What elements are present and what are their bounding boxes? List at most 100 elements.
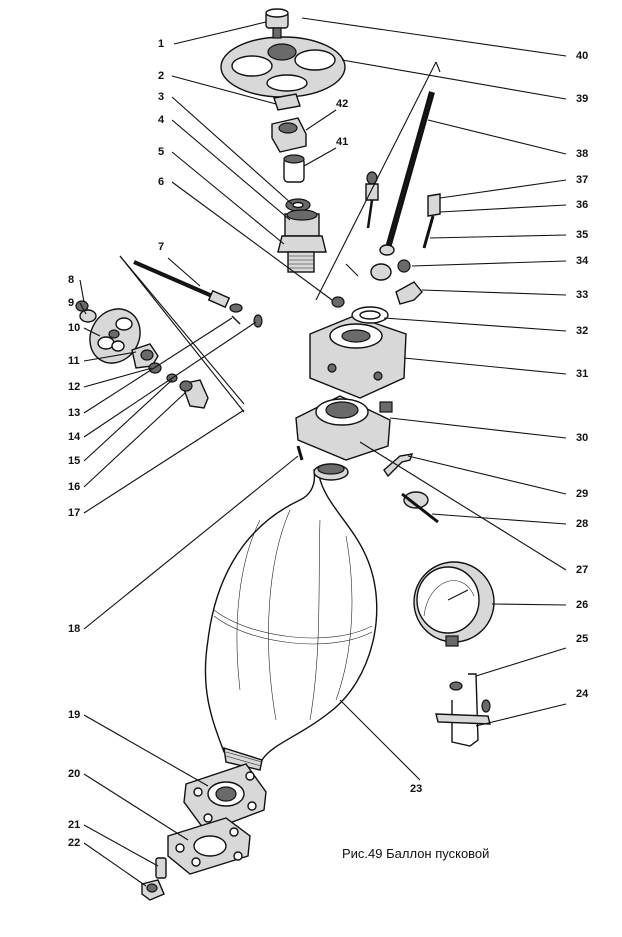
- leader-line-12: [83, 367, 153, 388]
- callout-22: 22: [68, 837, 80, 849]
- callout-33: 33: [576, 289, 588, 301]
- callout-40: 40: [576, 50, 588, 62]
- callout-1: 1: [158, 38, 164, 50]
- leader-line-22: [83, 842, 147, 887]
- upper-head: [309, 315, 407, 399]
- washer: [285, 198, 311, 212]
- callout-11: 11: [68, 355, 80, 367]
- callout-8: 8: [68, 274, 74, 286]
- u-bracket: [435, 673, 491, 747]
- callout-30: 30: [576, 432, 588, 444]
- callout-14: 14: [68, 431, 81, 443]
- leader-line-27: [359, 441, 567, 571]
- callout-5: 5: [158, 146, 164, 158]
- leader-line-25: [475, 647, 567, 677]
- leader-line-34: [411, 260, 567, 267]
- callout-23: 23: [410, 783, 422, 795]
- callout-25: 25: [576, 633, 588, 645]
- callout-32: 32: [576, 325, 588, 337]
- leader-line-10: [83, 327, 101, 337]
- figure-caption: Рис.49 Баллон пусковой: [342, 846, 490, 861]
- callout-9: 9: [68, 297, 74, 309]
- leader-line-20: [83, 773, 189, 841]
- leader-line-14: [83, 321, 257, 438]
- callout-2: 2: [158, 70, 164, 82]
- flange: [183, 763, 267, 833]
- valve-stem: [133, 260, 243, 313]
- leader-line-24: [475, 703, 567, 727]
- flange-plate: [167, 817, 251, 875]
- leader-line-40: [301, 17, 567, 57]
- leader-line-31: [403, 357, 567, 375]
- handwheel: [220, 8, 346, 98]
- cylinder: [204, 463, 378, 771]
- fitting: [131, 343, 162, 374]
- leader-line-18: [83, 455, 299, 630]
- callout-26: 26: [576, 599, 588, 611]
- leader-line-5: [171, 151, 285, 245]
- callout-16: 16: [68, 481, 80, 493]
- callout-37: 37: [576, 174, 588, 186]
- callout-12: 12: [68, 381, 80, 393]
- leader-line-7: [167, 257, 201, 287]
- callout-38: 38: [576, 148, 588, 160]
- leader-line-19: [83, 714, 209, 787]
- leader-line-33: [421, 289, 567, 296]
- leader-line-37: [439, 179, 567, 199]
- pin: [331, 296, 345, 308]
- leader-line-36: [439, 204, 567, 213]
- leader-line-26: [491, 603, 567, 606]
- callout-3: 3: [158, 91, 164, 103]
- leader-line-21: [83, 824, 159, 867]
- angle-fitting: [370, 259, 423, 305]
- long-stem: [379, 91, 435, 256]
- callout-29: 29: [576, 488, 588, 500]
- leader-line-17: [83, 409, 245, 514]
- callout-31: 31: [576, 368, 588, 380]
- callout-layer: 1234567891011121314151617181920212223242…: [68, 17, 589, 887]
- leader-line-11: [83, 351, 137, 362]
- callout-34: 34: [576, 255, 589, 267]
- assembly-axis-lines: [119, 61, 441, 413]
- pressure-gauge: [413, 561, 495, 647]
- leader-line-32: [383, 317, 567, 332]
- leader-line-6: [171, 181, 333, 301]
- nipple: [365, 171, 441, 249]
- leader-line-23: [339, 699, 421, 781]
- gasket: [351, 306, 389, 324]
- leader-line-41: [303, 147, 337, 167]
- leader-line-16: [83, 391, 187, 488]
- pin-long: [296, 445, 304, 461]
- leader-line-1: [173, 21, 267, 45]
- leader-line-42: [305, 109, 337, 131]
- leader-line-35: [429, 234, 567, 239]
- callout-20: 20: [68, 768, 80, 780]
- callout-24: 24: [576, 688, 589, 700]
- callout-35: 35: [576, 229, 588, 241]
- lower-head: [295, 395, 393, 461]
- callout-42: 42: [336, 98, 348, 110]
- leader-line-39: [341, 59, 567, 100]
- callout-21: 21: [68, 819, 80, 831]
- callout-18: 18: [68, 623, 80, 635]
- callout-28: 28: [576, 518, 588, 530]
- valve: [179, 379, 209, 409]
- cap-nut: [283, 154, 305, 183]
- callout-4: 4: [158, 114, 165, 126]
- leader-line-29: [407, 455, 567, 495]
- leader-line-2: [171, 75, 277, 105]
- callout-13: 13: [68, 407, 80, 419]
- stud: [141, 857, 167, 901]
- callout-39: 39: [576, 93, 588, 105]
- leader-line-38: [427, 119, 567, 155]
- valve-body: [277, 209, 327, 273]
- callout-19: 19: [68, 709, 80, 721]
- callout-27: 27: [576, 564, 588, 576]
- callout-36: 36: [576, 199, 588, 211]
- callout-10: 10: [68, 322, 80, 334]
- callout-15: 15: [68, 455, 80, 467]
- leader-line-15: [83, 379, 173, 462]
- callout-41: 41: [336, 136, 348, 148]
- callout-6: 6: [158, 176, 164, 188]
